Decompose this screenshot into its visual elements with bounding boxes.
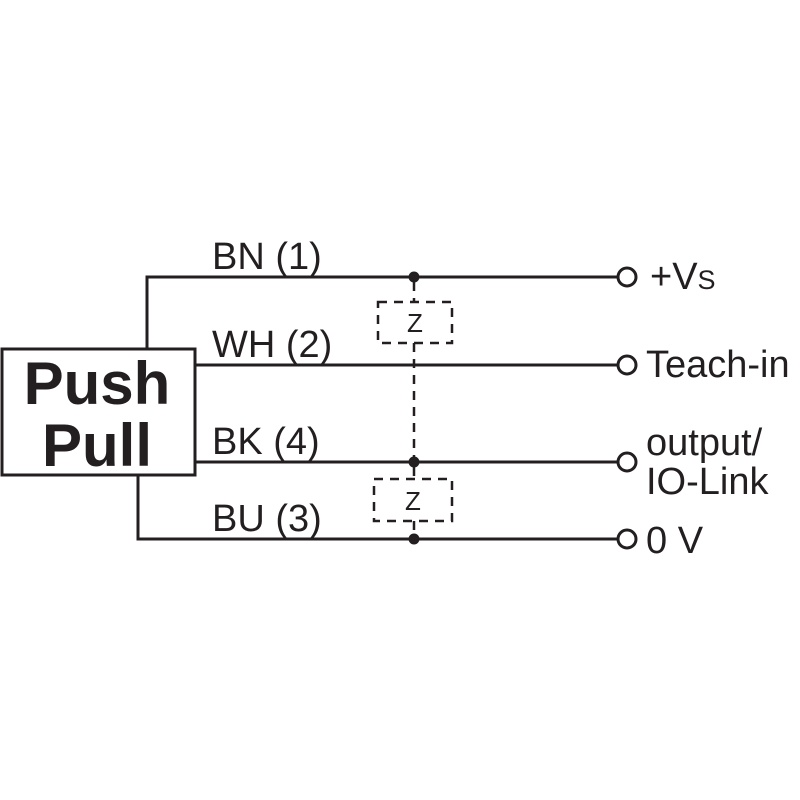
wire-label-wh: WH (2)	[212, 324, 332, 366]
load-z-bottom-label: Z	[405, 486, 421, 516]
device-label-line1: Push	[24, 350, 171, 417]
load-z-top-label: Z	[407, 308, 423, 338]
terminal-label-vs: +VS	[650, 256, 716, 298]
terminal-label-vs-sub: S	[698, 265, 716, 295]
wire-label-bu: BU (3)	[212, 498, 322, 540]
device-label-line2: Pull	[42, 412, 152, 479]
junction-bu	[408, 533, 420, 545]
terminal-vs-icon	[616, 266, 638, 288]
terminal-teach-icon	[616, 354, 638, 376]
terminal-0v-icon	[616, 528, 638, 550]
load-z-bottom	[372, 477, 454, 523]
junction-bn	[408, 271, 420, 283]
terminal-label-teach-in: Teach-in	[646, 344, 790, 386]
push-pull-box	[0, 347, 197, 477]
terminal-label-0v: 0 V	[646, 520, 704, 562]
terminal-label-output: output/	[646, 422, 763, 464]
wire-bn	[145, 275, 618, 349]
terminal-output-icon	[616, 451, 638, 473]
wire-label-bk: BK (4)	[212, 421, 320, 463]
terminal-label-io-link: IO-Link	[646, 461, 769, 503]
wire-label-bn: BN (1)	[212, 236, 322, 278]
wire-bu	[136, 475, 618, 541]
junction-bk	[408, 456, 420, 468]
